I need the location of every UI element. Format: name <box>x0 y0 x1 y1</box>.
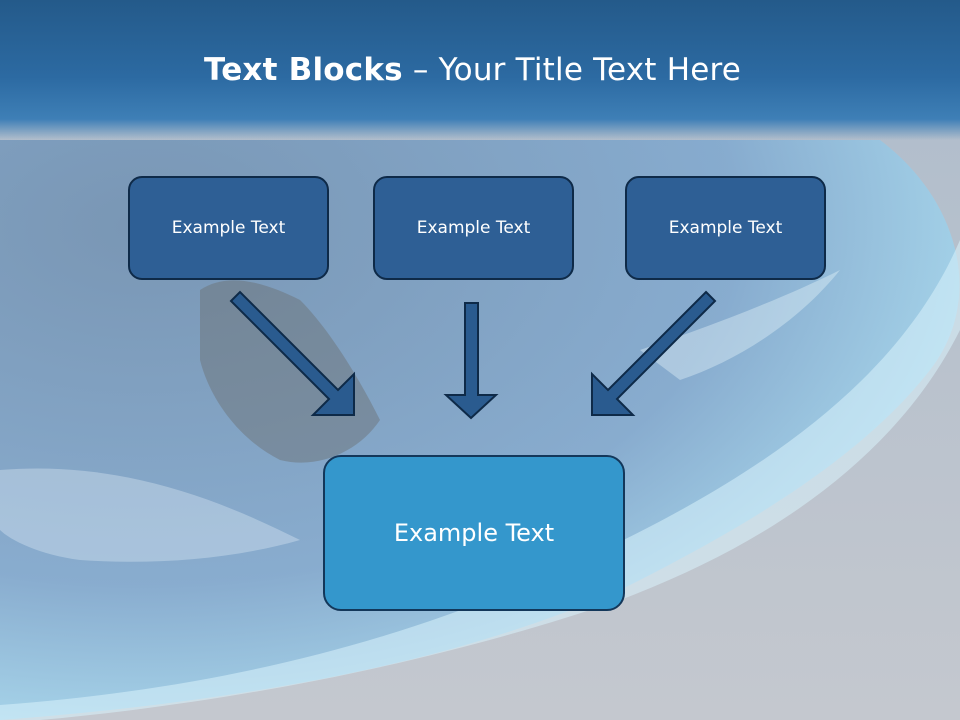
slide-title: Text Blocks – Your Title Text Here <box>0 52 945 88</box>
title-rest: Your Title Text Here <box>438 52 742 88</box>
text-block-center[interactable]: Example Text <box>373 176 574 280</box>
title-dash: – <box>402 52 439 88</box>
text-block-left[interactable]: Example Text <box>128 176 329 280</box>
title-bold: Text Blocks <box>203 52 403 88</box>
title-bar <box>0 0 960 140</box>
text-block-right[interactable]: Example Text <box>625 176 826 280</box>
text-block-bottom[interactable]: Example Text <box>323 455 625 611</box>
